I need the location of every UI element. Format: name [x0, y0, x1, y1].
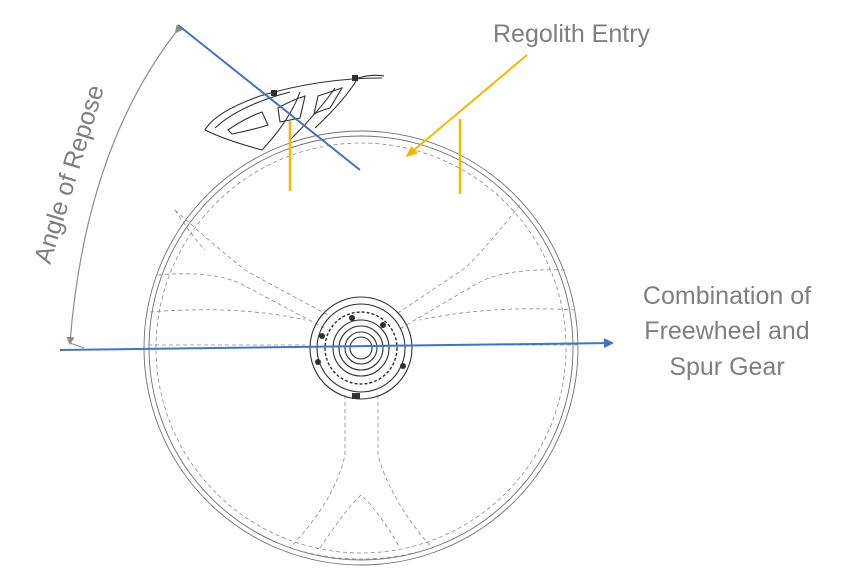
regolith-scoop	[204, 74, 385, 151]
regolith-entry-label: Regolith Entry	[493, 20, 651, 48]
regolith-entry-arrow	[405, 54, 528, 158]
angle-of-repose-label: Angle of Repose	[29, 82, 110, 267]
gear-pointer-arrow	[59, 338, 614, 351]
angle-of-repose-slope-line	[177, 24, 361, 171]
combination-label-line1: Combination of	[643, 282, 811, 310]
angle-dimension-arc	[66, 24, 183, 349]
combination-label-line3: Spur Gear	[669, 353, 784, 381]
combination-label-line2: Freewheel and	[644, 317, 809, 345]
hub-assembly	[309, 296, 413, 400]
